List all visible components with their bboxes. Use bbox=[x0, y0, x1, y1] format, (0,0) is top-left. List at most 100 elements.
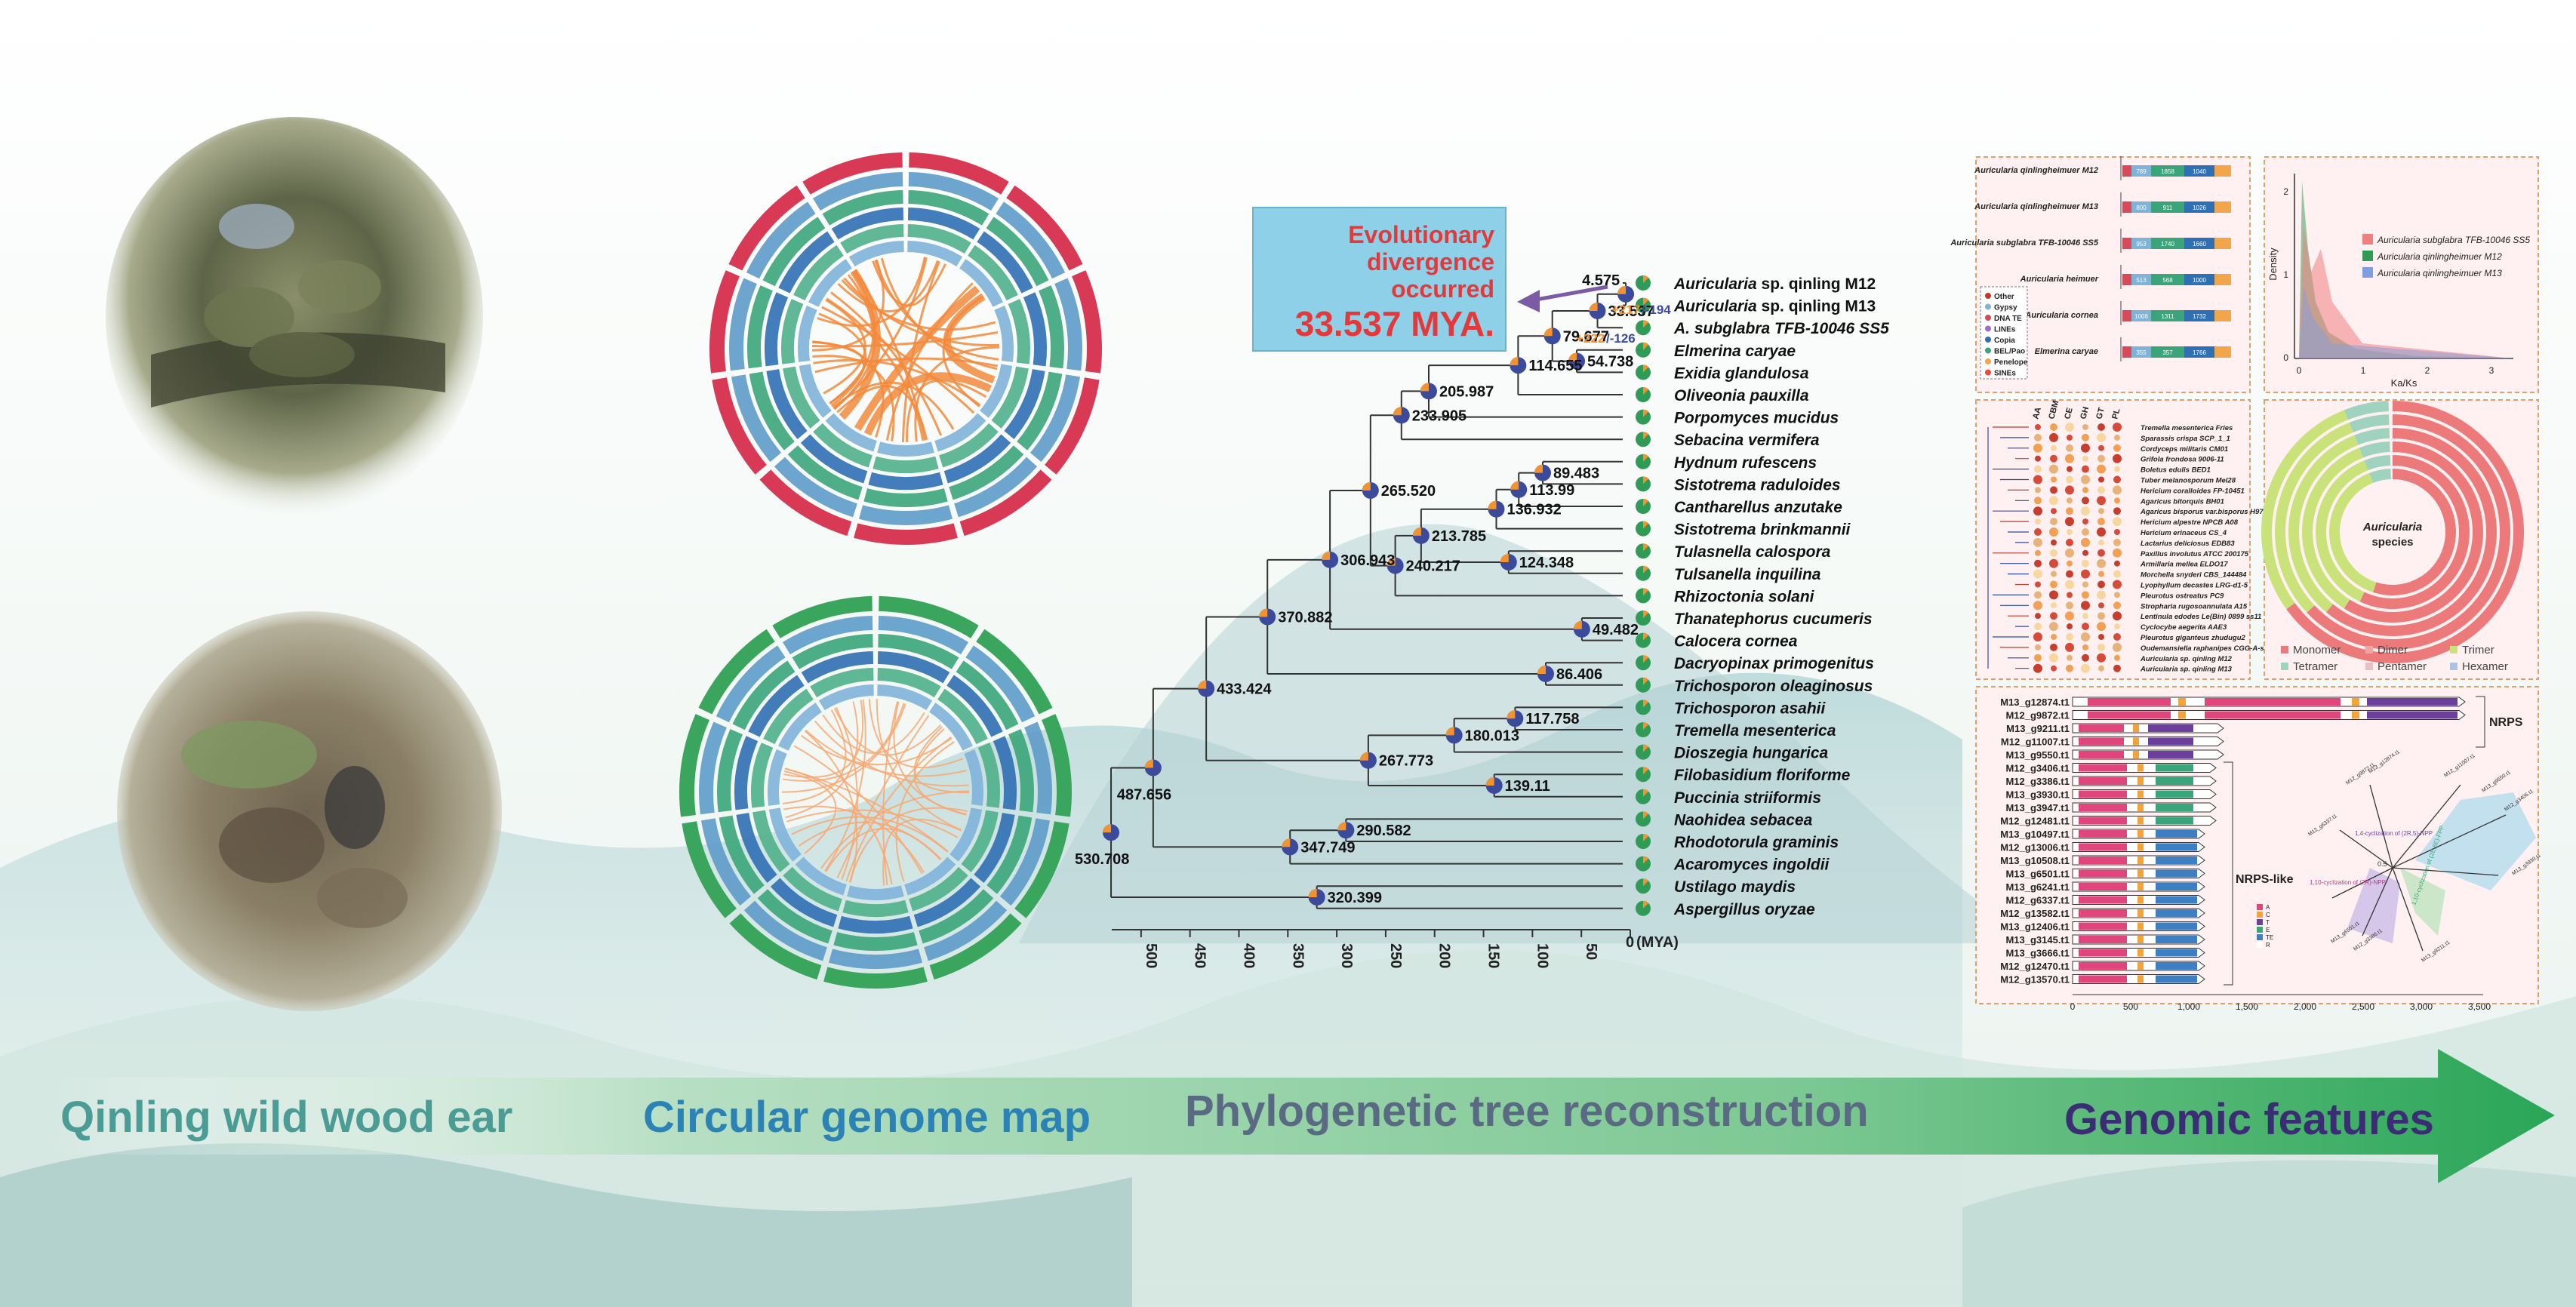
genome-ring-segment bbox=[1029, 374, 1080, 463]
leaf-pie-slice bbox=[1643, 275, 1648, 283]
donut-legend-label: Pentamer bbox=[2377, 660, 2427, 673]
enzyme-dot bbox=[2065, 423, 2074, 432]
enzyme-dot bbox=[2066, 475, 2073, 484]
te-legend-swatch bbox=[1985, 303, 1991, 310]
nrps-domain-block bbox=[2156, 830, 2197, 838]
nrps-domain-block bbox=[2156, 856, 2197, 864]
enzyme-dot bbox=[2113, 601, 2121, 610]
genome-ring-segment bbox=[732, 660, 796, 730]
enzyme-dot bbox=[2035, 644, 2041, 650]
synteny-link bbox=[782, 709, 847, 804]
node-pie-slice bbox=[1445, 727, 1454, 736]
time-axis-tick-label: 350 bbox=[1289, 943, 1306, 968]
node-pie-slice bbox=[1510, 357, 1519, 366]
enzyme-dot bbox=[2097, 643, 2105, 651]
enzyme-dot bbox=[2067, 592, 2073, 598]
node-age-label: 4.575 bbox=[1582, 272, 1620, 289]
nrps-domain-block bbox=[2088, 698, 2171, 706]
nrps-gene-label: M13_g10508.t1 bbox=[2000, 855, 2070, 866]
nrps-x-tick: 500 bbox=[2123, 1001, 2138, 1012]
genome-ring-segment bbox=[937, 688, 988, 745]
genome-ring-segment bbox=[783, 866, 842, 912]
enzyme-dot bbox=[2113, 664, 2121, 672]
nrps-domain-block bbox=[2156, 922, 2197, 930]
genome-ring-segment bbox=[783, 366, 820, 429]
enzyme-dot bbox=[2114, 466, 2120, 472]
node-pie-slice bbox=[1485, 777, 1494, 786]
enzyme-dot bbox=[2113, 454, 2122, 463]
synteny-link bbox=[914, 346, 1000, 442]
leaf-pie-slice bbox=[1643, 588, 1648, 596]
enzyme-species-label: Boletus edulis BED1 bbox=[2141, 466, 2211, 475]
te-bar-segment bbox=[2214, 201, 2231, 213]
taxon-label: Dioszegia hungarica bbox=[1674, 745, 1829, 762]
genome-ring-segment bbox=[939, 423, 999, 468]
genome-ring-segment bbox=[863, 488, 948, 507]
kaks-legend-label: Auricularia qinlingheimuer M12 bbox=[2377, 251, 2502, 262]
enzyme-dot bbox=[2114, 434, 2120, 441]
gene-loss-label: /-126 bbox=[1606, 331, 1636, 346]
nrps-x-tick: 1,000 bbox=[2177, 1001, 2200, 1012]
leaf-pie-slice bbox=[1643, 565, 1648, 574]
wood-ear-photo-bottom bbox=[117, 611, 502, 1011]
te-bar-segment bbox=[2131, 165, 2151, 177]
enzyme-dot bbox=[2033, 537, 2042, 547]
genome-ring-segment bbox=[907, 208, 980, 240]
enzyme-dot bbox=[2081, 569, 2090, 579]
te-bar-segment bbox=[2184, 238, 2214, 249]
enzyme-dot bbox=[2033, 443, 2042, 453]
node-age-label: 139.11 bbox=[1505, 778, 1550, 795]
nrps-domain-block bbox=[2079, 962, 2127, 970]
genome-ring-segment bbox=[764, 292, 789, 367]
enzyme-dot bbox=[2066, 444, 2073, 452]
enzyme-dot bbox=[2113, 507, 2121, 515]
enzyme-dot bbox=[2049, 622, 2058, 632]
node-pie-slice bbox=[1144, 759, 1153, 768]
taxon-name: Hydnum rufescens bbox=[1674, 454, 1817, 472]
genome-ring-segment bbox=[1008, 729, 1034, 813]
donut-legend-swatch bbox=[2281, 646, 2288, 654]
nrps-domain-block bbox=[2156, 843, 2197, 851]
enzyme-species-label: Oudemansiella raphanipes CGG-A-s2 bbox=[2141, 644, 2269, 653]
enzyme-dot bbox=[2051, 508, 2057, 515]
nrps-legend-swatch bbox=[2257, 912, 2263, 918]
enzyme-species-label: Tuber melanosporum Mel28 bbox=[2141, 477, 2236, 485]
genome-ring-segment bbox=[878, 616, 969, 655]
enzyme-dot bbox=[2113, 423, 2122, 432]
enzyme-dot bbox=[2065, 517, 2074, 527]
donut-legend-label: Hexamer bbox=[2462, 660, 2508, 673]
leaf-pie-slice bbox=[1643, 342, 1648, 350]
unrooted-branch bbox=[2339, 829, 2393, 869]
synteny-link bbox=[885, 282, 974, 441]
genome-ring-segment bbox=[959, 469, 1052, 537]
nrps-legend-swatch bbox=[2257, 927, 2263, 933]
enzyme-dot bbox=[2034, 654, 2042, 662]
te-legend-swatch bbox=[1985, 315, 1991, 321]
genome-ring-segment bbox=[909, 152, 1009, 195]
enzyme-dot bbox=[2097, 486, 2105, 494]
enzyme-species-label: Stropharia rugosoannulata A15 bbox=[2141, 602, 2248, 610]
node-age-label: 49.482 bbox=[1593, 622, 1639, 638]
taxon-label: Rhizoctonia solani bbox=[1674, 588, 1815, 605]
taxon-name: Trichosporon oleaginosus bbox=[1674, 678, 1873, 695]
te-bar-segment bbox=[2184, 165, 2214, 177]
nrps-gene-label: M13_g6501.t1 bbox=[2005, 869, 2070, 880]
enzyme-dot bbox=[2067, 560, 2073, 567]
node-age-label: 136.932 bbox=[1507, 502, 1561, 518]
enzyme-species-label: Lyophyllum decastes LRG-d1-5 bbox=[2141, 582, 2248, 590]
genome-ring-segment bbox=[716, 645, 786, 723]
taxon-label: Thanatephorus cucumeris bbox=[1674, 610, 1873, 628]
genome-ring-segment bbox=[800, 434, 868, 484]
nrps-domain-block bbox=[2148, 737, 2193, 746]
taxon-name: Sistotrema raduloides bbox=[1674, 476, 1841, 494]
genome-ring-segment bbox=[838, 915, 913, 933]
enzyme-dot bbox=[2113, 580, 2122, 589]
genome-ring-segment bbox=[873, 456, 939, 474]
enzyme-dot bbox=[2034, 623, 2042, 631]
node-age-label: 114.655 bbox=[1528, 358, 1582, 374]
genome-ring-segment bbox=[854, 523, 958, 545]
node-age-label: 89.483 bbox=[1553, 466, 1599, 482]
nrps-domain-block bbox=[2088, 711, 2171, 719]
genome-ring-segment bbox=[778, 231, 835, 294]
enzyme-dot bbox=[2034, 433, 2042, 441]
